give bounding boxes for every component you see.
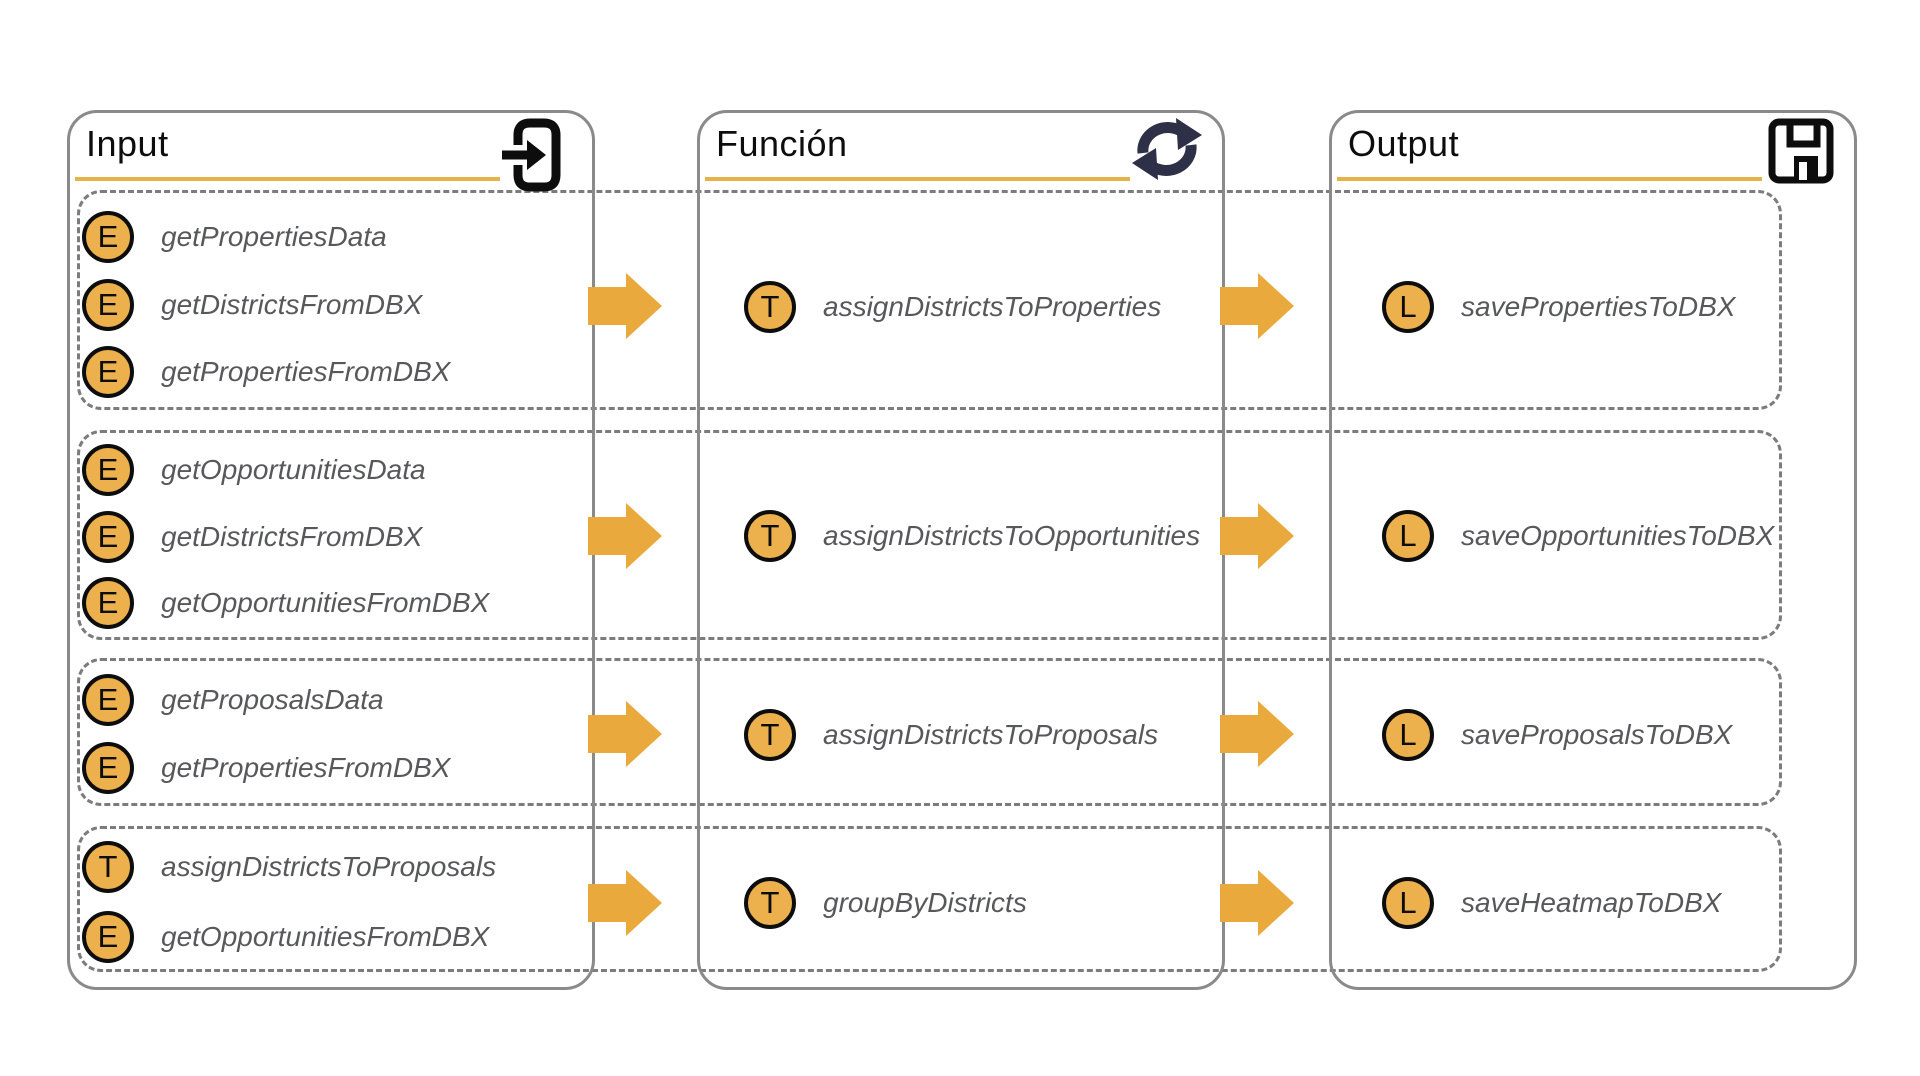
item-label: savePropertiesToDBX: [1461, 291, 1736, 322]
extract-badge: E: [82, 279, 134, 331]
row-band-3: [77, 658, 1782, 806]
input-item: E getDistrictsFromDBX: [82, 511, 422, 563]
sync-icon: [1132, 117, 1202, 186]
input-item: E getPropertiesData: [82, 211, 387, 263]
item-label: getOpportunitiesFromDBX: [161, 587, 490, 618]
item-label: getOpportunitiesData: [161, 454, 426, 485]
item-label: getPropertiesData: [161, 221, 387, 252]
output-item: L saveHeatmapToDBX: [1382, 877, 1721, 929]
extract-badge: E: [82, 346, 134, 398]
item-label: assignDistrictsToProperties: [823, 291, 1162, 322]
output-column: Output: [1329, 110, 1857, 990]
input-item: E getOpportunitiesData: [82, 444, 426, 496]
item-label: groupByDistricts: [823, 887, 1027, 918]
item-label: getDistrictsFromDBX: [161, 289, 423, 320]
row-band-4: [77, 826, 1782, 972]
item-label: getProposalsData: [161, 684, 384, 715]
item-label: getOpportunitiesFromDBX: [161, 921, 490, 952]
item-label: getPropertiesFromDBX: [161, 356, 451, 387]
transform-badge: T: [744, 709, 796, 761]
flow-arrow-icon: [1220, 870, 1294, 936]
extract-badge: E: [82, 577, 134, 629]
flow-arrow-icon: [1220, 273, 1294, 339]
item-label: saveProposalsToDBX: [1461, 719, 1733, 750]
input-title-underline: [75, 177, 500, 181]
transform-badge: T: [744, 281, 796, 333]
flow-arrow-icon: [588, 701, 662, 767]
extract-badge: E: [82, 211, 134, 263]
input-item: E getProposalsData: [82, 674, 384, 726]
extract-badge: E: [82, 742, 134, 794]
item-label: saveHeatmapToDBX: [1461, 887, 1722, 918]
item-label: getPropertiesFromDBX: [161, 752, 451, 783]
item-label: assignDistrictsToOpportunities: [823, 520, 1201, 551]
output-item: L saveOpportunitiesToDBX: [1382, 510, 1774, 562]
input-item: E getDistrictsFromDBX: [82, 279, 422, 331]
funcion-title-underline: [705, 177, 1130, 181]
funcion-item: T assignDistrictsToProperties: [744, 281, 1161, 333]
import-icon: [500, 117, 562, 198]
extract-badge: E: [82, 911, 134, 963]
funcion-column-title: Función: [716, 123, 848, 164]
input-item: E getPropertiesFromDBX: [82, 742, 450, 794]
input-column-title: Input: [86, 123, 169, 164]
item-label: getDistrictsFromDBX: [161, 521, 423, 552]
transform-badge: T: [82, 841, 134, 893]
load-badge: L: [1382, 510, 1434, 562]
save-icon: [1768, 117, 1834, 190]
item-label: saveOpportunitiesToDBX: [1461, 520, 1775, 551]
input-item: E getPropertiesFromDBX: [82, 346, 450, 398]
row-band-1: [77, 190, 1782, 410]
flow-arrow-icon: [588, 273, 662, 339]
input-item: T assignDistrictsToProposals: [82, 841, 496, 893]
input-item: E getOpportunitiesFromDBX: [82, 577, 489, 629]
transform-badge: T: [744, 877, 796, 929]
item-label: assignDistrictsToProposals: [161, 851, 497, 882]
load-badge: L: [1382, 281, 1434, 333]
flow-arrow-icon: [588, 503, 662, 569]
flow-arrow-icon: [1220, 701, 1294, 767]
extract-badge: E: [82, 511, 134, 563]
item-label: assignDistrictsToProposals: [823, 719, 1159, 750]
extract-badge: E: [82, 674, 134, 726]
input-item: E getOpportunitiesFromDBX: [82, 911, 489, 963]
transform-badge: T: [744, 510, 796, 562]
flow-arrow-icon: [1220, 503, 1294, 569]
funcion-item: T groupByDistricts: [744, 877, 1027, 929]
output-title-underline: [1337, 177, 1762, 181]
output-item: L savePropertiesToDBX: [1382, 281, 1735, 333]
output-column-title: Output: [1348, 123, 1460, 164]
funcion-item: T assignDistrictsToOpportunities: [744, 510, 1200, 562]
extract-badge: E: [82, 444, 134, 496]
funcion-item: T assignDistrictsToProposals: [744, 709, 1158, 761]
row-band-2: [77, 430, 1782, 640]
flow-arrow-icon: [588, 870, 662, 936]
output-item: L saveProposalsToDBX: [1382, 709, 1732, 761]
load-badge: L: [1382, 877, 1434, 929]
load-badge: L: [1382, 709, 1434, 761]
